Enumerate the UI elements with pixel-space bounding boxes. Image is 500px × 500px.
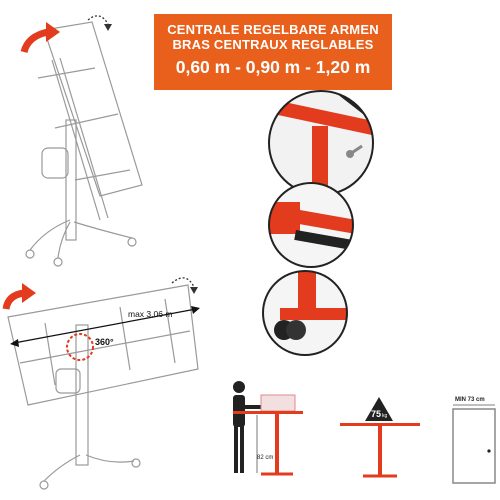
max-width-label: max 3,06 m xyxy=(128,309,172,319)
door-width-label: MIN 73 cm xyxy=(455,397,485,403)
box-icon xyxy=(260,394,296,412)
banner-sizes: 0,60 m - 0,90 m - 1,20 m xyxy=(175,57,371,77)
rotation-label: 360° xyxy=(95,337,114,347)
banner-title-nl: CENTRALE REGELBARE ARMEN xyxy=(167,22,379,37)
detail-foot-pad xyxy=(268,182,354,268)
lift-upright-diagram xyxy=(20,15,143,267)
rotate-arrow-icon xyxy=(2,289,25,310)
rotation-circle-icon xyxy=(66,333,94,361)
weight-unit: kg xyxy=(382,413,388,419)
rotate-arrow-icon xyxy=(20,28,49,54)
lift-horizontal-diagram: max 3,06 m 360° xyxy=(2,277,200,490)
weight-icon xyxy=(365,397,393,421)
spec-icons: 82 cm 75 kg MIN 73 cm xyxy=(233,381,496,484)
table-height-label: 82 cm xyxy=(257,455,273,461)
tilt-arrow-icon xyxy=(87,15,109,25)
banner-title-fr: BRAS CENTRAUX REGLABLES xyxy=(172,37,374,52)
weight-value: 75 xyxy=(371,409,381,419)
detail-central-arm xyxy=(268,90,374,196)
door-icon xyxy=(452,408,496,484)
tilt-arrow-icon xyxy=(171,277,195,288)
detail-wheel xyxy=(262,270,348,356)
table-top-icon xyxy=(233,411,303,414)
feature-banner: CENTRALE REGELBARE ARMEN BRAS CENTRAUX R… xyxy=(154,14,392,90)
